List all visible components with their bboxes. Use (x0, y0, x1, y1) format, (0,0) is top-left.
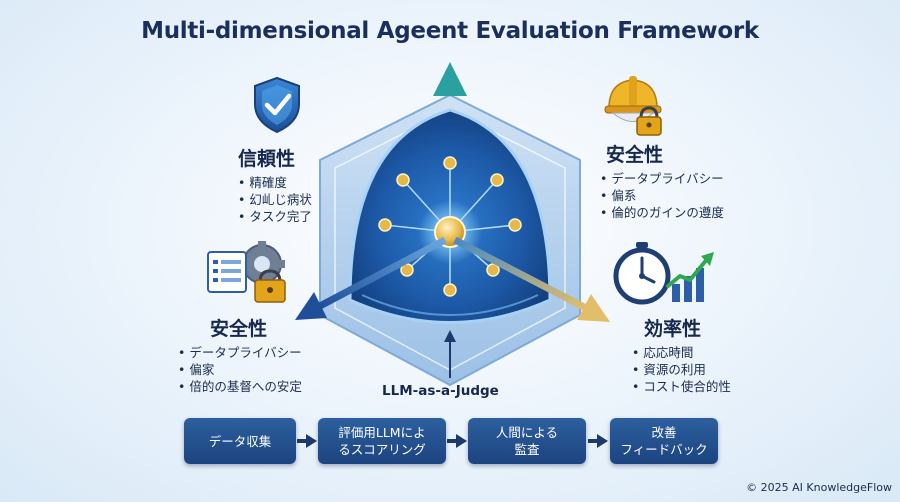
arrow-up (433, 62, 467, 228)
diagram-title: Multi-dimensional Ageent Evaluation Fram… (141, 18, 759, 44)
reliability-section: 信頼性 精確度 幻乢じ病状 タスク完了 (238, 144, 312, 225)
safety-left-heading: 安全性 (210, 318, 268, 340)
efficiency-item: 資源の利用 (632, 361, 731, 378)
flow-step-text: 監査 (514, 442, 540, 457)
arrow-right (453, 236, 610, 322)
safety-left-section: 安全性 データプライバシー 偏家 倍的の基督への安定 (178, 314, 302, 395)
safety-left-item: 偏家 (178, 361, 302, 378)
flow-step-llm-scoring: 評価用LLMによ るスコアリング (318, 418, 446, 464)
flow-step-text: 評価用LLMによ (338, 425, 426, 440)
efficiency-item: 応応時間 (632, 344, 731, 361)
reliability-item: 精確度 (238, 174, 312, 191)
document-gear-lock-icon (207, 241, 286, 303)
flow-step-data-collection: データ収集 (184, 418, 296, 464)
flow-step-human-audit: 人間による 監査 (468, 418, 586, 464)
llm-as-a-judge-label: LLM-as-a-Judge (382, 383, 499, 399)
safety-left-item: 倍的の基督への安定 (178, 378, 302, 395)
network-nodes (378, 156, 522, 297)
flow-step-text: フィードバック (620, 442, 708, 457)
shield-check-icon (254, 76, 300, 134)
flow-step-text: 人間による (495, 425, 559, 440)
flow-step-improvement-feedback: 改善 フィードバック (610, 418, 718, 464)
efficiency-section: 効率性 応応時間 資源の利用 コスト使合的性 (632, 314, 731, 395)
safety-right-heading: 安全性 (606, 144, 664, 166)
copyright-text: © 2025 AI KnowledgeFlow (746, 481, 892, 494)
flow-arrows (297, 434, 608, 448)
arrow-left (295, 236, 447, 320)
flow-step-text: データ収集 (208, 433, 272, 449)
reliability-heading: 信頼性 (238, 148, 296, 170)
safety-right-item: データプライバシー (600, 170, 724, 187)
stopwatch-chart-icon (613, 242, 714, 305)
efficiency-heading: 効率性 (644, 318, 702, 340)
judge-pointer-arrow (444, 330, 456, 378)
reliability-item: タスク完了 (238, 208, 312, 225)
flow-step-text: るスコアリング (338, 442, 426, 457)
flow-step-text: 改善 (651, 425, 677, 440)
safety-right-section: 安全性 データプライバシー 偏系 倫的のガインの遵度 (600, 140, 724, 221)
efficiency-item: コスト使合的性 (632, 378, 731, 395)
reliability-item: 幻乢じ病状 (238, 191, 312, 208)
hard-hat-lock-icon (604, 76, 662, 136)
safety-right-item: 偏系 (600, 187, 724, 204)
safety-right-item: 倫的のガインの遵度 (600, 204, 724, 221)
safety-left-item: データプライバシー (178, 344, 302, 361)
